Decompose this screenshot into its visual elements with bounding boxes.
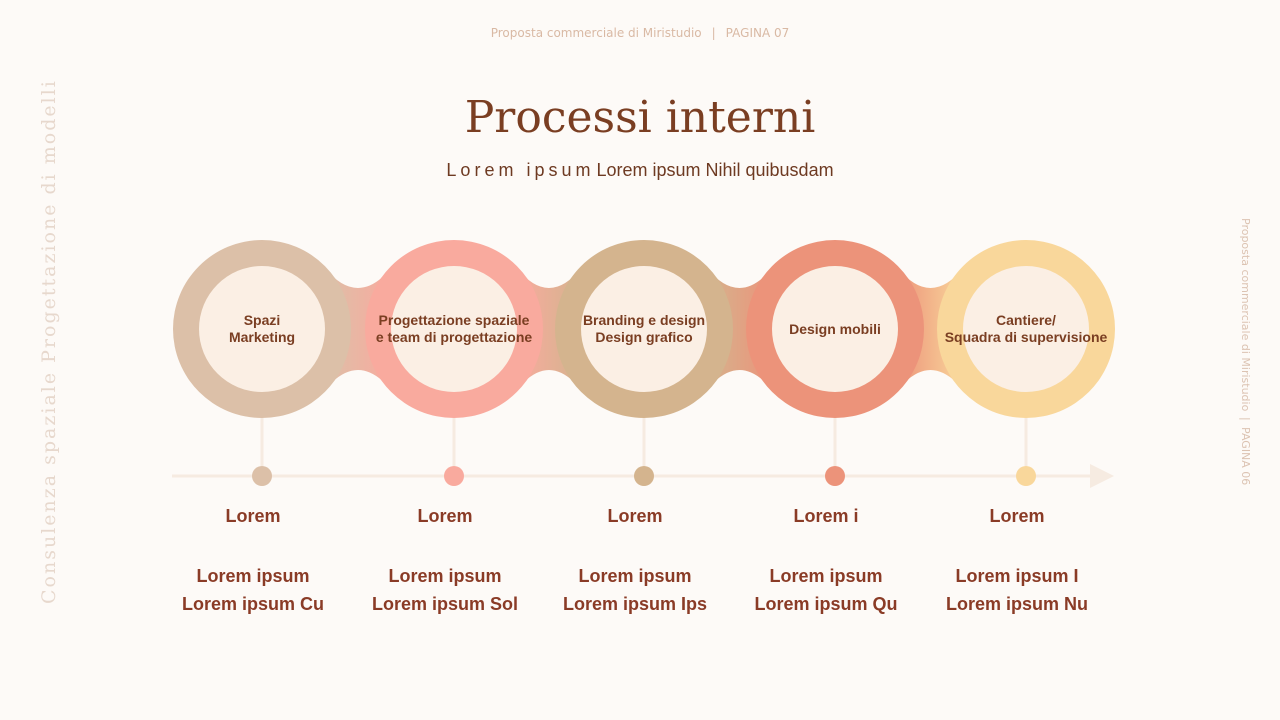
process-node-inner (391, 266, 517, 392)
process-node-label-line: Marketing (228, 329, 296, 345)
step-description-line: Lorem ipsum (578, 566, 692, 586)
timeline-arrow-icon (1090, 464, 1114, 488)
step-description-line: Lorem ipsum Sol (371, 594, 519, 614)
process-node-label-line: e team di progettazione (375, 329, 533, 345)
process-nodes (173, 240, 1115, 418)
step-description: Lorem ipsum I Lorem ipsum Nu (907, 562, 1127, 618)
process-node-inner (772, 266, 898, 392)
step-description-line: Lorem ipsum (388, 566, 502, 586)
process-node-inner (581, 266, 707, 392)
timeline-dot (252, 466, 272, 486)
step-heading: Lorem (417, 506, 473, 526)
step-description-line: Lorem ipsum I (955, 566, 1079, 586)
process-node-label-line: Design grafico (595, 329, 693, 345)
process-node-label-line: Branding e design (582, 312, 706, 328)
process-node-label-line: Progettazione spaziale (378, 312, 530, 328)
timeline-dot (634, 466, 654, 486)
process-node-inner (963, 266, 1089, 392)
process-node-inner (199, 266, 325, 392)
subtitle-text: Lorem ipsum Nihil quibusdam (596, 160, 834, 180)
process-node-label-line: Cantiere/ (996, 312, 1056, 328)
top-header: Proposta commerciale di Miristudio | PAGIN… (0, 26, 1280, 40)
timeline-dot (1016, 466, 1036, 486)
step-description-line: Lorem ipsum Qu (754, 594, 898, 614)
subtitle-spaced-text: Lorem ipsum (446, 160, 595, 180)
process-node-label: Design mobili (745, 321, 925, 338)
page-title: Processi interni (464, 92, 816, 143)
step-heading: Lorem (989, 506, 1045, 526)
header-separator: | (711, 26, 716, 40)
step-description-line: Lorem ipsum Ips (562, 594, 708, 614)
step-description-line: Lorem ipsum Nu (945, 594, 1088, 614)
right-side-caption: Proposta commerciale di Miristudio | PAGIN… (1236, 218, 1252, 504)
process-node-label: Cantiere/Squadra di supervisione (936, 312, 1116, 346)
step-description-line: Lorem ipsum Cu (181, 594, 324, 614)
step-description-line: Lorem ipsum (769, 566, 883, 586)
node-stems (260, 418, 1028, 466)
step-heading: Lorem (607, 506, 663, 526)
right-caption-page-number: PAGINA 06 (1239, 427, 1252, 486)
step-description-line: Lorem ipsum (196, 566, 310, 586)
step-heading: Lorem i (793, 506, 859, 526)
header-doc-title: Proposta commerciale di Miristudio (490, 26, 702, 40)
timeline-dot (825, 466, 845, 486)
process-node-label-line: Spazi (243, 312, 281, 328)
step-heading: Lorem (225, 506, 281, 526)
header-page-number: PAGINA 07 (725, 26, 790, 40)
process-node-label-line: Squadra di supervisione (944, 329, 1108, 345)
timeline-dot (444, 466, 464, 486)
right-caption-doc-title: Proposta commerciale di Miristudio (1239, 218, 1252, 412)
timeline (172, 464, 1114, 488)
right-caption-separator: | (1239, 417, 1252, 422)
process-node-label-line: Design mobili (789, 320, 881, 337)
